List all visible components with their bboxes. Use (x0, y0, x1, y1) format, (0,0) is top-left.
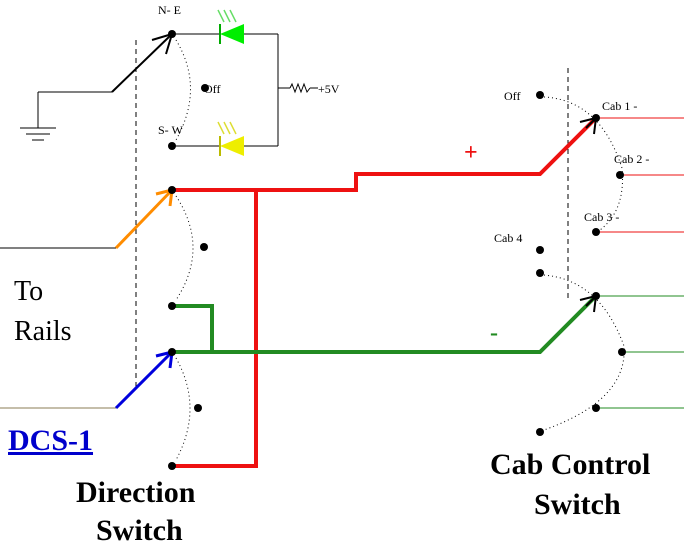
negative-wiring (172, 294, 598, 354)
cab-control-switch-label: Switch (534, 488, 621, 521)
cab3-label: Cab 3 - (584, 210, 619, 224)
dcs-lever[interactable] (114, 350, 174, 410)
cab-control-label: Cab Control (490, 448, 650, 481)
cab-switch-arcs (543, 96, 625, 431)
direction-label: Direction (76, 476, 196, 509)
resistor-icon (289, 82, 311, 94)
cab-off-label: Off (504, 89, 520, 103)
direction-switch-arcs (175, 195, 194, 461)
to-label: To (14, 276, 43, 307)
cab-switch-contacts (536, 91, 626, 436)
off-contact (201, 84, 209, 92)
positive-wiring (172, 116, 598, 468)
green-led-icon (217, 9, 244, 44)
ground-icon (20, 92, 56, 141)
direction-off-label: Off (204, 82, 220, 96)
direction-switch-contacts (168, 186, 208, 470)
direction-switch-label: Switch (96, 514, 183, 547)
cab2-label: Cab 2 - (614, 152, 649, 166)
cab-green-outputs (596, 295, 684, 409)
dcs-link[interactable]: DCS-1 (8, 424, 93, 457)
rails-label: Rails (14, 316, 72, 347)
rails-lever[interactable] (114, 188, 174, 250)
ne-label: N- E (158, 3, 181, 17)
cab1-label: Cab 1 - (602, 99, 637, 113)
sw-label: S- W (158, 123, 183, 137)
signal-switch-lever[interactable] (111, 32, 174, 93)
minus-sign: - (490, 320, 498, 346)
yellow-led-icon (217, 121, 244, 156)
cab-red-outputs (596, 117, 684, 233)
signal-wiring (172, 33, 318, 147)
plus5v-label: +5V (318, 82, 340, 96)
cab4-label: Cab 4 (494, 231, 522, 245)
plus-sign: + (464, 140, 478, 166)
